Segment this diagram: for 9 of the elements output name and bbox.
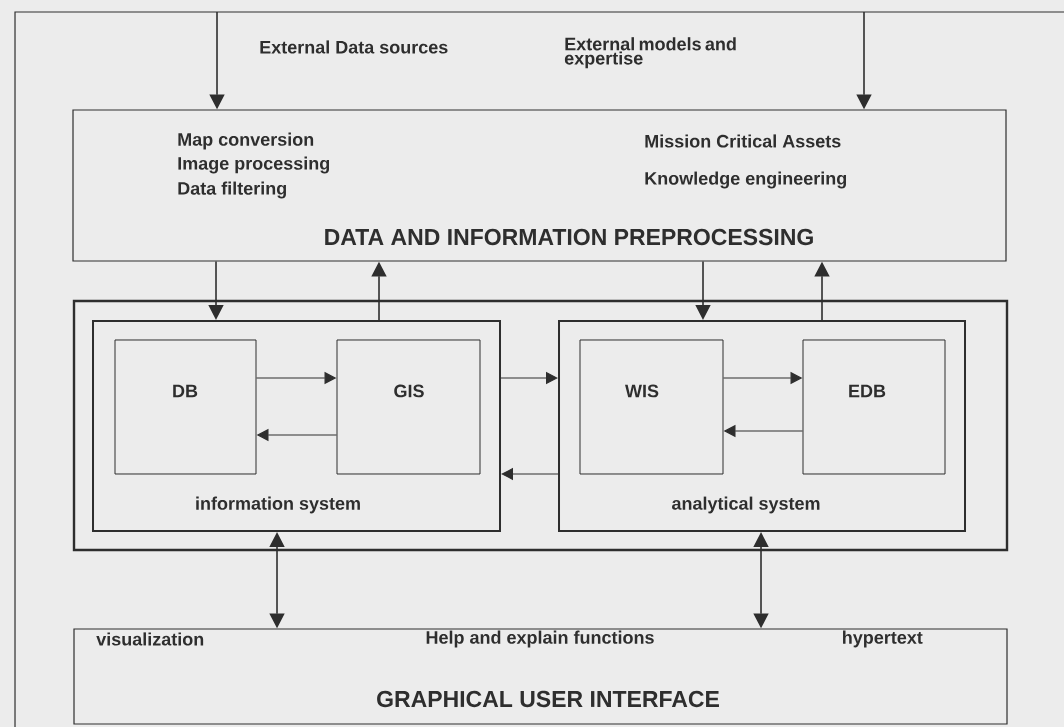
interface-box: visualization Help and explain functions hypertext GRAPHICAL USER INTERFACE xyxy=(73,628,1008,725)
group-box xyxy=(72,299,1009,552)
module-box: DB xyxy=(114,339,257,475)
module-box: WIS xyxy=(579,339,724,475)
source-label: External models and expertise xyxy=(564,37,736,69)
source-label: External Data sources xyxy=(260,40,448,54)
process-box: Map conversion Image processing Data filtering Mission Critical Assets Knowledge engineering DATA AND INFORMATION PREPROCESSING xyxy=(72,109,1007,262)
module-box: EDB xyxy=(802,339,946,475)
module-box: GIS xyxy=(336,339,481,475)
